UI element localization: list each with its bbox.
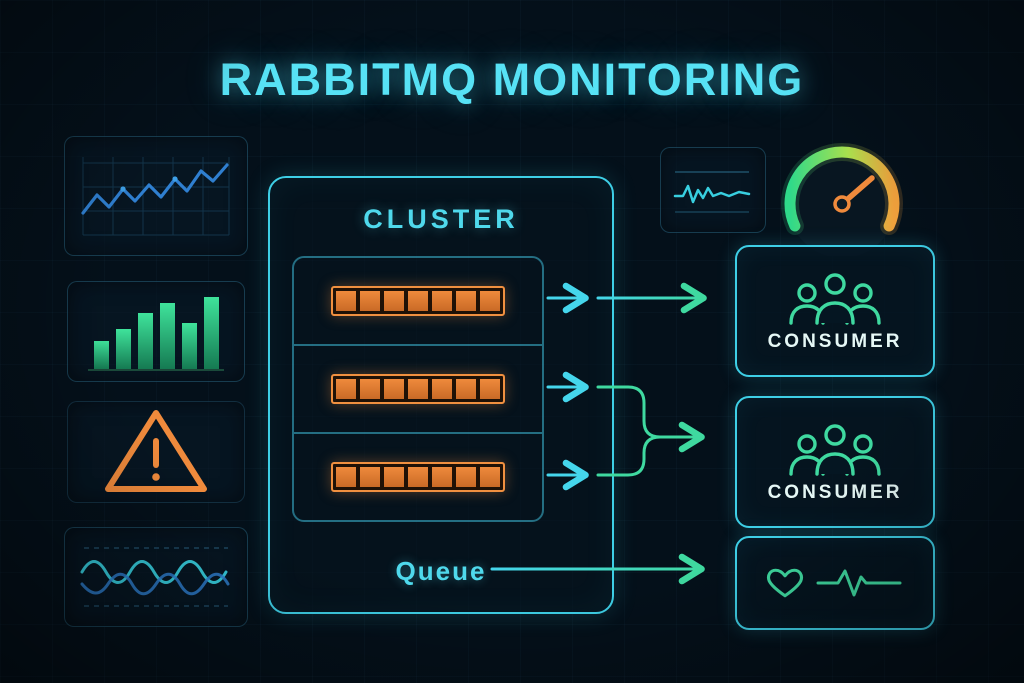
queue-segment [384,379,404,399]
speedometer-gauge-icon [781,143,903,256]
consumer-label: CONSUMER [767,331,903,352]
queue-segment [384,467,404,487]
wave-chart-icon [80,547,230,607]
consumer-box-1: CONSUMER [735,245,935,377]
queue-segment [360,467,380,487]
bar-chart-panel [67,281,245,382]
heart-icon [766,568,804,598]
health-monitor-box [735,536,935,630]
queue-segment [432,467,452,487]
queue-2-bar [331,374,505,404]
pulse-line-icon [816,569,902,597]
mini-waveform-icon [673,171,751,213]
bar-chart-icon [88,296,224,371]
wave-chart-panel [64,527,248,627]
queue-segment [456,291,476,311]
queue-segment [384,291,404,311]
line-chart-panel [64,136,248,256]
cluster-title: CLUSTER [363,204,519,234]
alert-panel [67,401,245,503]
queue-segment [480,291,500,311]
queue-row [294,434,542,520]
queue-segment [456,467,476,487]
queue-segment [360,291,380,311]
page-title: RABBITMQ MONITORING [219,54,805,105]
queue-segment [432,379,452,399]
queue-segment [408,379,428,399]
consumer-box-2: CONSUMER [735,396,935,528]
queue-segment [480,467,500,487]
people-group-icon [789,424,881,476]
mini-chart-panel [660,147,766,233]
queue-3-bar [331,462,505,492]
queue-segment [360,379,380,399]
cluster-box: CLUSTER Queue [268,176,614,614]
queue-panel [292,256,544,522]
queue-segment [336,291,356,311]
queue-segment [456,379,476,399]
queue-row [294,258,542,346]
people-group-icon [789,273,881,325]
queue-segment [480,379,500,399]
gauge-pivot [833,195,851,213]
line-chart-icon [81,157,230,236]
queue-segment [336,379,356,399]
queue-label: Queue [395,556,487,586]
queue-segment [432,291,452,311]
queue-segment [408,291,428,311]
queue-segment [408,467,428,487]
warning-triangle-icon [105,410,207,492]
queue-row [294,346,542,434]
queue-segment [336,467,356,487]
consumer-label: CONSUMER [767,482,903,503]
queue-1-bar [331,286,505,316]
